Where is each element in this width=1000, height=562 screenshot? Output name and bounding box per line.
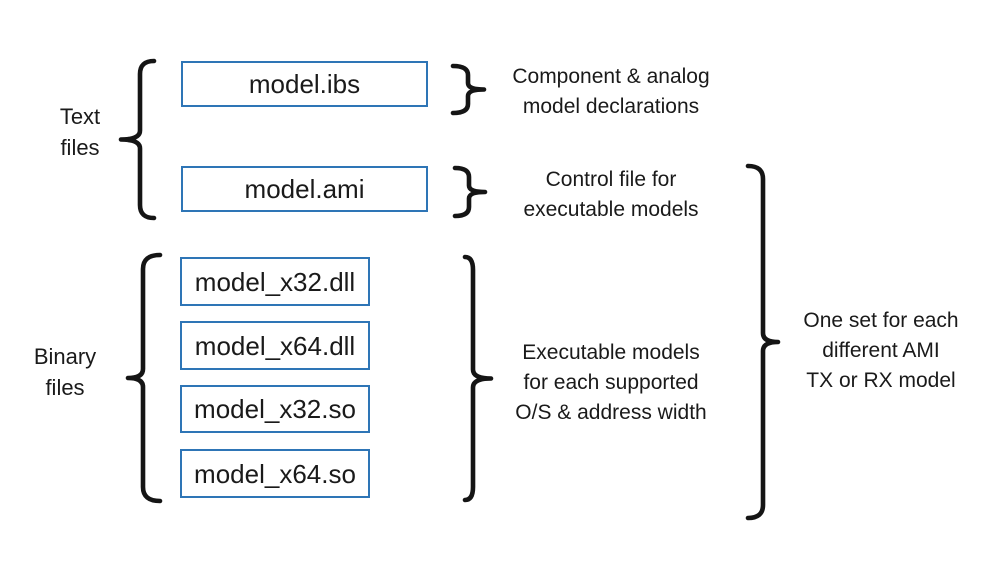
file-box-model-x64-dll: model_x64.dll [180, 321, 370, 370]
annotation-binaries: Executable models for each supported O/S… [515, 341, 707, 424]
annotation-ami: Control file for executable models [523, 168, 699, 221]
text-files-brace [118, 58, 157, 221]
binary-files-label: Binary files [33, 344, 97, 400]
file-box-model-ibs: model.ibs [181, 61, 428, 107]
annotation-per-model-set: One set for each different AMI TX or RX … [803, 309, 959, 392]
per-model-set-brace [745, 163, 781, 521]
file-box-model-x32-so: model_x32.so [180, 385, 370, 433]
ibs-annotation-brace [450, 63, 487, 116]
file-box-model-ami: model.ami [181, 166, 428, 212]
binary-files-brace [125, 252, 163, 504]
binaries-annotation-brace [462, 254, 494, 503]
ami-annotation-brace [452, 165, 488, 219]
file-box-model-x64-so: model_x64.so [180, 449, 370, 498]
text-files-label: Text files [59, 104, 101, 160]
annotation-ibs: Component & analog model declarations [512, 65, 710, 118]
file-box-model-x32-dll: model_x32.dll [180, 257, 370, 306]
